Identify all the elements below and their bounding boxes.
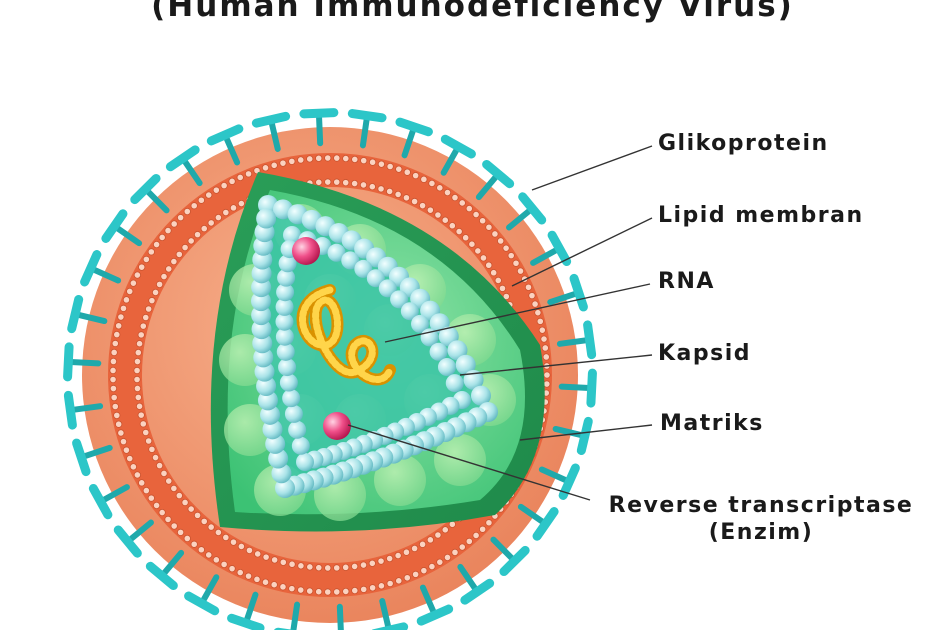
rna-strand (296, 284, 396, 386)
diagram-title: (Human Immunodeficiency Virus) (151, 0, 794, 24)
label-rt-line2: (Enzim) (708, 520, 814, 545)
capsid-beads (250, 195, 498, 498)
label-lipid-membran: Lipid membran (658, 203, 864, 228)
leader-lines (347, 145, 653, 501)
label-matriks: Matriks (660, 411, 764, 436)
label-reverse-transcriptase: Reverse transcriptase (Enzim) (596, 493, 926, 545)
label-rna: RNA (658, 269, 715, 294)
label-kapsid: Kapsid (658, 341, 752, 366)
label-glikoprotein: Glikoprotein (658, 131, 829, 156)
enzyme-reverse-transcriptase-1 (292, 237, 320, 265)
glycoprotein-spikes (63, 108, 597, 630)
enzyme-reverse-transcriptase-2 (323, 412, 351, 440)
label-rt-line1: Reverse transcriptase (608, 493, 914, 518)
